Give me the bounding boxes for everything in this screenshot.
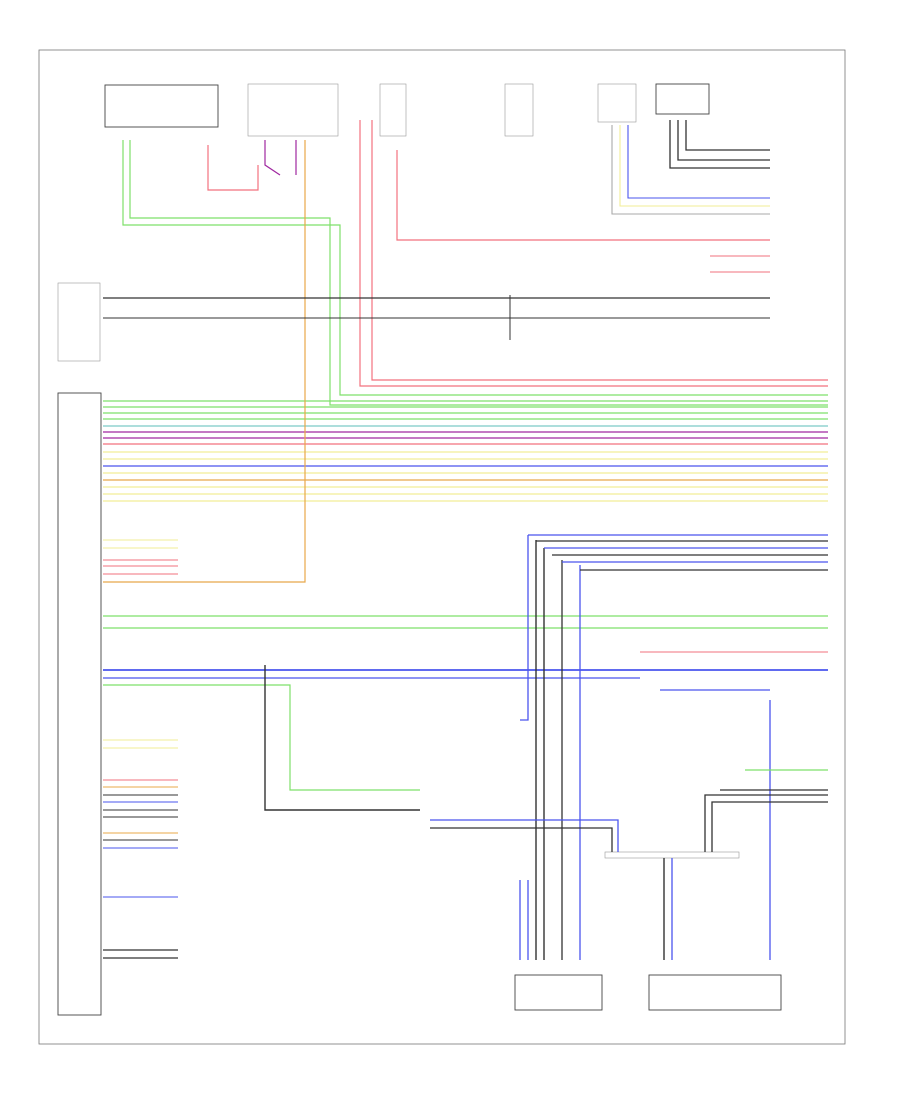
top-connector-group-3 [504,83,534,137]
wire-29 [677,120,770,161]
top-sensor-bracket [597,83,637,123]
wire-57 [704,794,828,852]
wire-18 [359,120,828,387]
wire-33 [611,125,770,215]
bottom-center-module [514,974,603,1011]
wire-32 [619,125,770,207]
wire-20 [122,140,828,396]
wire-28 [685,120,770,151]
wire-22 [103,140,306,583]
diagram-frame [38,49,846,1045]
wire-24 [264,140,281,176]
wire-30 [669,120,770,169]
wire-16 [207,145,259,191]
bottom-junction-strip [604,851,740,859]
left-upper-module [57,282,101,362]
wire-61 [264,665,420,811]
wire-21 [129,140,828,406]
wire-40 [103,684,420,791]
wire-58 [711,801,828,852]
bottom-right-module [648,974,782,1011]
left-main-module [57,392,102,1016]
top-left-control-module [104,84,219,128]
wire-17 [371,120,828,381]
top-connector-group-2 [379,83,407,137]
wire-55 [430,819,619,852]
wire-19 [396,150,770,241]
wire-31 [627,125,770,199]
top-connector-group-1 [247,83,339,137]
wire-56 [430,827,613,852]
wire-group [103,120,828,960]
wire-42 [520,535,529,721]
top-right-module [655,83,710,115]
